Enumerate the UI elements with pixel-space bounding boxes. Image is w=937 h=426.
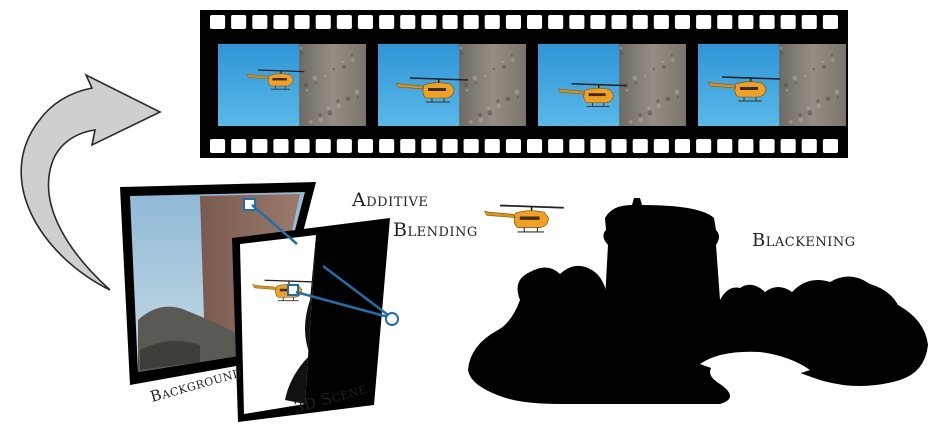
- film-frame: [218, 44, 366, 126]
- sprocket-hole: [569, 139, 584, 153]
- sprocket-hole: [527, 15, 542, 29]
- sprocket-hole: [654, 15, 669, 29]
- sprocket-hole: [569, 15, 584, 29]
- sprocket-hole: [548, 139, 563, 153]
- sprocket-hole: [654, 139, 669, 153]
- sprocket-hole: [802, 139, 817, 153]
- sprocket-hole: [760, 139, 775, 153]
- sprocket-hole: [590, 15, 605, 29]
- sprocket-hole: [802, 15, 817, 29]
- sprocket-hole: [485, 15, 500, 29]
- sprocket-hole: [379, 15, 394, 29]
- sprocket-hole: [760, 15, 775, 29]
- film-frame: [698, 44, 846, 126]
- sprocket-hole: [252, 139, 267, 153]
- sprocket-hole: [210, 139, 225, 153]
- sprocket-hole: [231, 15, 246, 29]
- sprocket-hole: [781, 139, 796, 153]
- sprocket-hole: [337, 15, 352, 29]
- sprocket-hole: [273, 139, 288, 153]
- sprocket-hole: [506, 139, 521, 153]
- scene-pixel-marker: [288, 285, 298, 295]
- sprocket-hole: [358, 15, 373, 29]
- label-blackening: Blackening: [752, 230, 856, 251]
- sprocket-hole: [696, 139, 711, 153]
- sprocket-hole: [337, 139, 352, 153]
- sprocket-hole: [421, 139, 436, 153]
- sprocket-hole: [675, 139, 690, 153]
- sprocket-hole: [379, 139, 394, 153]
- sprocket-hole: [443, 15, 458, 29]
- output-pixel-marker: [386, 313, 398, 325]
- sprocket-hole: [464, 15, 479, 29]
- sprocket-hole: [675, 15, 690, 29]
- sprocket-hole: [316, 139, 331, 153]
- sprocket-hole: [295, 15, 310, 29]
- sprocket-hole: [464, 139, 479, 153]
- sprocket-hole: [210, 15, 225, 29]
- sprocket-hole: [295, 139, 310, 153]
- helicopter-icon: [485, 206, 564, 232]
- sprocket-hole: [823, 139, 838, 153]
- film-strip: [200, 10, 848, 158]
- sprocket-hole: [548, 15, 563, 29]
- sprocket-hole: [485, 139, 500, 153]
- sprocket-hole: [717, 15, 732, 29]
- sprocket-hole: [823, 15, 838, 29]
- background-pixel-marker: [244, 199, 255, 210]
- film-frame: [378, 44, 526, 126]
- sprocket-hole: [590, 139, 605, 153]
- sprocket-hole: [443, 139, 458, 153]
- sprocket-hole: [506, 15, 521, 29]
- sprocket-hole: [612, 15, 627, 29]
- label-blending: Blending: [393, 219, 478, 241]
- sprocket-hole: [738, 139, 753, 153]
- sprocket-hole: [273, 15, 288, 29]
- sprocket-hole: [358, 139, 373, 153]
- sprocket-hole: [252, 15, 267, 29]
- sprocket-hole: [231, 139, 246, 153]
- sprocket-hole: [633, 139, 648, 153]
- sprocket-hole: [421, 15, 436, 29]
- sprocket-hole: [781, 15, 796, 29]
- sprocket-hole: [633, 15, 648, 29]
- sprocket-hole: [400, 15, 415, 29]
- label-additive: Additive: [351, 189, 428, 211]
- sprocket-hole: [696, 15, 711, 29]
- sprocket-hole: [527, 139, 542, 153]
- sprocket-hole: [717, 139, 732, 153]
- sprocket-hole: [400, 139, 415, 153]
- sprocket-hole: [316, 15, 331, 29]
- film-frame: [538, 44, 686, 126]
- sprocket-hole: [612, 139, 627, 153]
- sprocket-hole: [738, 15, 753, 29]
